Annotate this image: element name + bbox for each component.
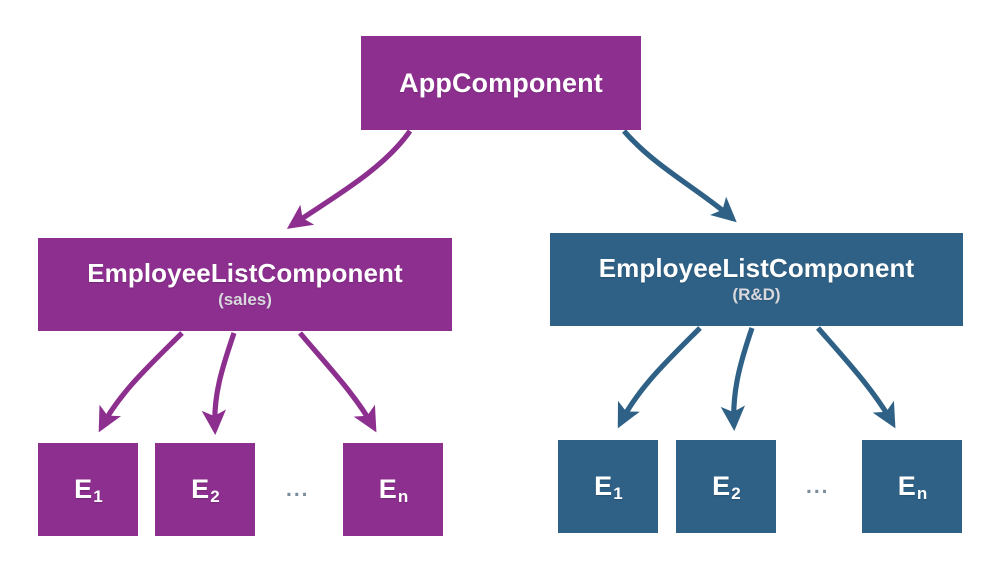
rnd-employee-n-letter: E — [897, 471, 916, 502]
edge-app-to-rnd — [622, 129, 737, 223]
rnd-employee-1-letter: E — [594, 471, 613, 502]
edge-sales-to-en — [298, 331, 377, 433]
sales-employee-2-label: E2 — [191, 474, 220, 507]
edge-rnd-to-en — [816, 326, 896, 429]
rnd-employee-n-subscript: n — [916, 484, 928, 504]
sales-leaves-ellipsis: ... — [286, 478, 310, 501]
app-component-label: AppComponent — [399, 67, 603, 98]
node-rnd-employee-2[interactable]: E2 — [676, 440, 776, 533]
sales-employee-n-subscript: n — [397, 487, 409, 507]
sales-employee-2-letter: E — [191, 474, 210, 505]
node-sales-employee-2[interactable]: E2 — [155, 443, 255, 536]
node-rnd-employee-1[interactable]: E1 — [558, 440, 658, 533]
employee-list-rnd-label: EmployeeListComponent — [598, 253, 915, 284]
edge-sales-to-e2 — [201, 332, 237, 435]
employee-list-sales-subtitle: (sales) — [218, 289, 272, 309]
rnd-employee-2-letter: E — [712, 471, 731, 502]
edge-rnd-to-e1 — [617, 326, 702, 429]
employee-list-rnd-subtitle: (R&D) — [732, 284, 781, 304]
edge-rnd-to-e2 — [720, 327, 755, 431]
rnd-leaves-ellipsis: ... — [806, 475, 830, 498]
rnd-employee-1-label: E1 — [594, 471, 623, 504]
employee-list-sales-label: EmployeeListComponent — [87, 258, 403, 289]
sales-employee-n-label: En — [378, 474, 409, 507]
sales-employee-n-letter: E — [378, 474, 397, 505]
edge-app-to-sales — [286, 129, 413, 229]
node-app-component[interactable]: AppComponent — [361, 36, 641, 130]
sales-employee-1-subscript: 1 — [93, 487, 103, 507]
node-sales-employee-1[interactable]: E1 — [38, 443, 138, 536]
sales-employee-2-subscript: 2 — [210, 487, 220, 507]
rnd-employee-1-subscript: 1 — [613, 484, 623, 504]
node-employee-list-sales[interactable]: EmployeeListComponent (sales) — [38, 238, 452, 331]
sales-employee-1-label: E1 — [74, 474, 103, 507]
rnd-employee-2-label: E2 — [712, 471, 741, 504]
edge-sales-to-e1 — [98, 331, 184, 433]
node-employee-list-rnd[interactable]: EmployeeListComponent (R&D) — [550, 233, 963, 326]
sales-employee-1-letter: E — [74, 474, 93, 505]
node-rnd-employee-n[interactable]: En — [862, 440, 962, 533]
node-sales-employee-n[interactable]: En — [343, 443, 443, 536]
rnd-employee-2-subscript: 2 — [731, 484, 741, 504]
rnd-employee-n-label: En — [897, 471, 928, 504]
